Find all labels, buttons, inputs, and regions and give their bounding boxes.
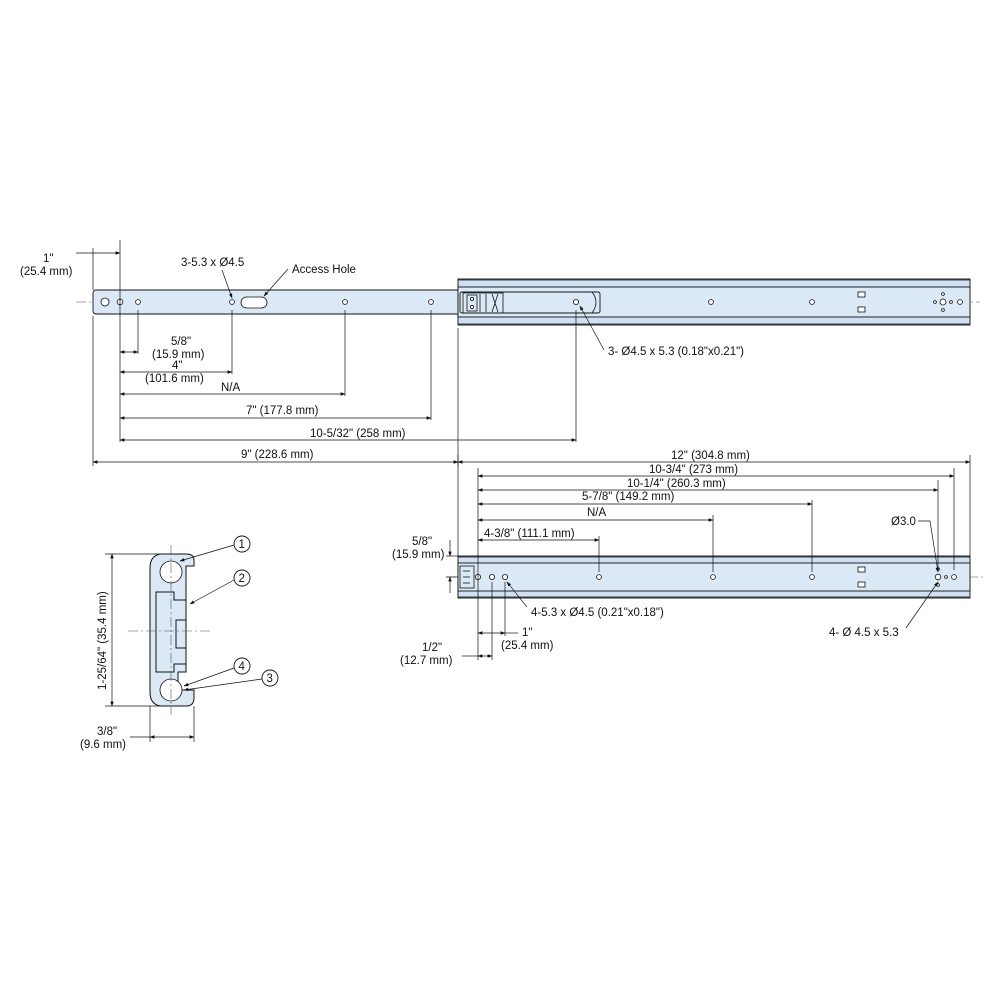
dim-1-2-mm: (12.7 mm) [400, 655, 453, 667]
hole-spec-bottom-front: 4-5.3 x Ø4.5 (0.21"x0.18") [531, 607, 664, 619]
dim-phi3: Ø3.0 [891, 516, 916, 528]
dim-1in: 1" [43, 253, 53, 265]
mounting-hole [501, 574, 508, 581]
mounting-hole [342, 299, 348, 305]
hole-spec-outer: 3- Ø4.5 x 5.3 (0.18"x0.21") [608, 346, 744, 358]
bottom-rail-view: 12" (304.8 mm) 10-3/4" (273 mm) 10-1/4" … [392, 450, 985, 667]
dim-10-1-4: 10-1/4" (260.3 mm) [627, 478, 726, 490]
profile-width-mm: (9.6 mm) [80, 739, 126, 751]
mounting-hole [710, 574, 716, 580]
dim-9in: 9" (228.6 mm) [241, 449, 314, 461]
callout-4: 4 [239, 661, 246, 673]
mounting-hole [809, 574, 815, 580]
mounting-hole [573, 298, 580, 305]
dim-5-8-vert-mm: (15.9 mm) [392, 549, 445, 561]
access-hole [240, 296, 268, 309]
dim-5-8-vert: 5/8" [412, 536, 432, 548]
dim-5-7-8: 5-7/8" (149.2 mm) [582, 491, 674, 503]
dim-10-5-32: 10-5/32" (258 mm) [310, 428, 406, 440]
callout-3: 3 [267, 673, 273, 685]
dim-4-3-8: 4-3/8" (111.1 mm) [484, 528, 575, 540]
hole-spec-inner: 3-5.3 x Ø4.5 [181, 257, 244, 269]
dim-na-bottom: N/A [587, 507, 607, 519]
dim-1in-bottom: 1" [522, 627, 532, 639]
callout-1: 1 [239, 539, 245, 551]
mounting-hole [428, 299, 434, 305]
mounting-hole [135, 299, 141, 305]
profile-section: 1-25/64" (35.4 mm) 3/8" (9.6 mm) 1 2 4 3 [80, 535, 279, 751]
dim-5-8-mm: (15.9 mm) [152, 349, 205, 361]
access-hole-label: Access Hole [292, 264, 356, 276]
release-latch [462, 292, 504, 314]
profile-width: 3/8" [97, 726, 117, 738]
dim-1in-bottom-mm: (25.4 mm) [501, 640, 554, 652]
dim-1-2: 1/2" [422, 642, 442, 654]
dim-4in: 4" [172, 360, 182, 372]
dim-1in-mm: (25.4 mm) [20, 266, 73, 278]
dim-10-3-4: 10-3/4" (273 mm) [649, 464, 738, 476]
callout-2: 2 [239, 573, 245, 585]
mounting-hole [596, 574, 602, 580]
dim-5-8: 5/8" [171, 336, 191, 348]
mounting-hole [229, 299, 235, 305]
top-rail-view: 1" (25.4 mm) 3-5.3 x Ø4.5 Access Hole 5/… [20, 240, 980, 466]
mounting-hole [100, 297, 110, 307]
dim-na-top: N/A [221, 382, 241, 394]
dim-4in-mm: (101.6 mm) [145, 373, 204, 385]
dim-7in: 7" (177.8 mm) [246, 405, 319, 417]
hole-spec-bottom-rear: 4- Ø 4.5 x 5.3 [829, 627, 899, 639]
dim-12in: 12" (304.8 mm) [671, 450, 750, 462]
mounting-hole [488, 574, 495, 581]
profile-height: 1-25/64" (35.4 mm) [97, 591, 109, 690]
